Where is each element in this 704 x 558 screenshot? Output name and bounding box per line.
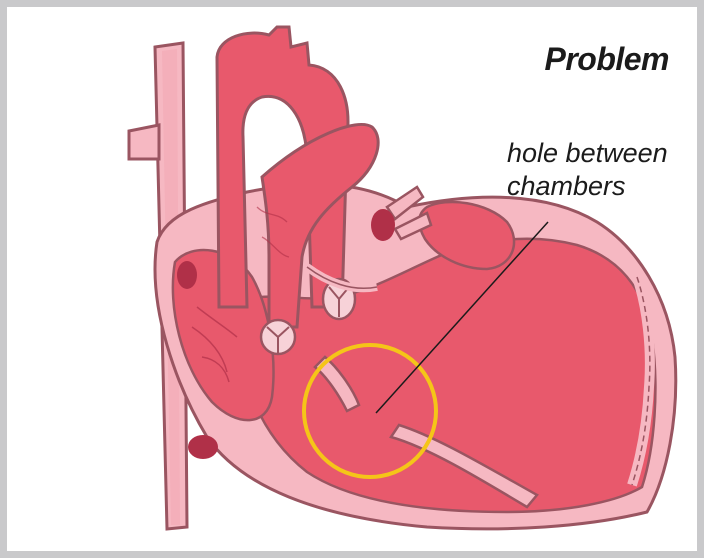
callout-line-2: chambers: [507, 170, 668, 203]
pulmonary-vein-left: [129, 125, 159, 159]
figure-title: Problem: [544, 41, 669, 78]
heart-illustration: [7, 7, 697, 551]
callout-label: hole between chambers: [507, 137, 668, 203]
valve-icon: [261, 320, 295, 354]
callout-line-1: hole between: [507, 137, 668, 170]
vessel-spot: [371, 209, 395, 241]
vessel-spot: [177, 261, 197, 289]
vessel-spot: [188, 435, 218, 459]
